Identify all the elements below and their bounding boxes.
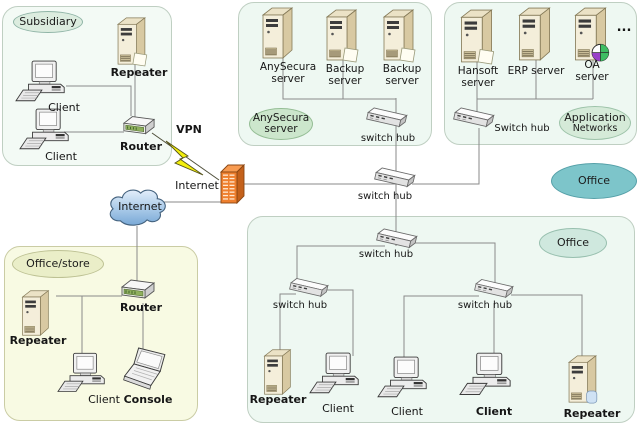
connection-line <box>511 294 583 358</box>
router-subsidiary-label: Router <box>119 140 163 153</box>
switch-hub-anysecura-icon <box>364 105 411 134</box>
switch-hub-application-icon <box>451 105 498 134</box>
switch-hub-core-icon <box>372 165 419 194</box>
connection-line <box>412 128 480 185</box>
client-subsidiary-1-icon <box>15 60 66 104</box>
client-subsidiary-2-label: Client <box>45 150 77 163</box>
repeater-subsidiary-label: Repeater <box>110 66 168 79</box>
connection-line <box>323 289 354 356</box>
internet-cloud-icon <box>104 184 170 230</box>
connection-line <box>66 85 132 116</box>
switch-hub-anysecura-label: switch hub <box>360 133 416 144</box>
server-hansoft-icon <box>456 8 496 65</box>
connection-line <box>403 295 479 360</box>
connection-line <box>282 57 397 118</box>
repeater-office-2-icon <box>564 354 600 404</box>
vpn-lightning-icon <box>165 140 204 176</box>
client-office-2-label: Client <box>391 405 423 418</box>
switch-hub-office-left-icon <box>287 276 332 305</box>
server-backup-1-icon <box>321 8 361 63</box>
firewall-label: Internet <box>175 179 219 192</box>
application-networks-label-text-2: Networks <box>572 122 618 134</box>
client-office-1-label: Client <box>322 402 354 415</box>
client-subsidiary-1-label: Client <box>48 101 80 114</box>
switch-hub-office-left-label: switch hub <box>272 300 328 311</box>
office-label-standalone-text: Office <box>577 174 611 187</box>
server-erp-label: ERP server <box>507 65 565 77</box>
switch-hub-application-label: Switch hub <box>494 123 550 134</box>
repeater-office-store-label: Repeater <box>9 334 67 347</box>
console-office-store-icon <box>123 347 172 393</box>
repeater-subsidiary-icon <box>112 16 150 67</box>
repeater-office-store-icon <box>16 289 54 337</box>
switch-hub-core-label: switch hub <box>357 191 413 202</box>
client-subsidiary-2-icon <box>19 108 70 152</box>
router-office-store-label: Router <box>119 301 163 314</box>
connection-line <box>412 242 496 290</box>
repeater-office-2-label: Repeater <box>563 407 621 420</box>
client-office-store-label: Client <box>88 393 120 406</box>
switch-hub-office-right-label: switch hub <box>457 300 513 311</box>
router-subsidiary-icon <box>122 114 156 140</box>
repeater-office-1-label: Repeater <box>249 393 307 406</box>
office-store-label: Office/store <box>12 250 104 278</box>
server-hansoft-label: Hansoft server <box>457 65 499 89</box>
anysecura-server-label: AnySecura server <box>249 108 313 140</box>
server-backup-2-label: Backup server <box>382 63 422 87</box>
firewall-icon <box>219 163 246 206</box>
client-office-3-icon <box>459 352 512 398</box>
server-backup-1-label: Backup server <box>325 63 365 87</box>
connection-line <box>279 293 296 352</box>
office-store-label-text: Office/store <box>26 257 90 270</box>
console-office-store-label: Console <box>123 393 173 406</box>
switch-hub-office-right-icon <box>472 277 517 306</box>
anysecura-server-label-text: AnySecura server <box>252 111 310 135</box>
server-anysecura-icon <box>257 6 297 60</box>
internet-cloud-label: Internet <box>118 200 162 213</box>
switch-hub-office-main-label: switch hub <box>358 249 414 260</box>
subsidiary-label-text: Subsidiary <box>19 15 77 28</box>
server-oa-icon <box>570 6 610 62</box>
application-networks-label-text: Application <box>564 110 626 124</box>
office-label-text: Office <box>556 236 590 249</box>
client-office-2-icon <box>377 356 428 400</box>
client-office-store-icon <box>57 352 106 395</box>
switch-hub-office-main-icon <box>374 226 421 255</box>
router-office-store-icon <box>120 278 156 304</box>
floating-label-0: VPN <box>176 123 202 136</box>
repeater-office-1-icon <box>259 348 295 396</box>
connection-line <box>296 245 385 288</box>
server-oa-label: OA server <box>575 59 609 83</box>
server-backup-2-icon <box>378 8 418 63</box>
floating-label-1: ... <box>616 20 632 35</box>
office-label: Office <box>539 228 607 258</box>
client-office-1-icon <box>309 352 360 396</box>
office-label-standalone: Office <box>551 163 637 199</box>
client-office-3-label: Client <box>475 405 513 418</box>
subsidiary-label: Subsidiary <box>13 11 83 33</box>
server-anysecura-label: AnySecura server <box>259 61 317 85</box>
server-erp-icon <box>514 6 554 62</box>
